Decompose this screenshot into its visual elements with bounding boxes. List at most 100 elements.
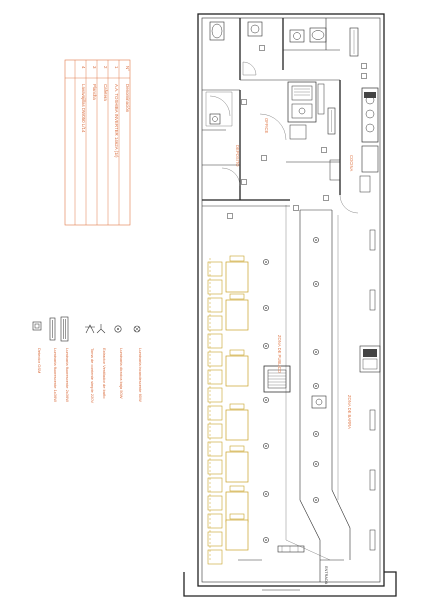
chair: [229, 293, 245, 300]
light-fixture: [263, 343, 269, 349]
legend-label: Luminaria fluorescente 1x36W: [53, 348, 58, 402]
chair: [229, 255, 245, 262]
outer-wall: [197, 13, 385, 587]
light-fixture: [263, 537, 269, 543]
dining-table: [225, 451, 249, 483]
extractor-grille: [263, 365, 291, 393]
legend-label: Luminaria fluorescente 2x36W: [65, 348, 70, 402]
stove: [361, 87, 379, 143]
legend-label: Detector OSM: [37, 348, 42, 373]
light-fixture: [265, 493, 267, 495]
dining-table: [225, 299, 249, 331]
room-label-office: OFFICE: [264, 118, 269, 134]
room-label-bar: ZONA DE BARRA: [347, 395, 352, 429]
chair: [207, 477, 223, 493]
dining-table: [225, 261, 249, 293]
chair: [207, 261, 223, 277]
square-box-icon: [32, 321, 42, 331]
chair: [229, 445, 245, 452]
info-table: N° Denominación 1 A.A. TOSHIBA INVERTER …: [64, 59, 131, 226]
light-fixture: [315, 433, 317, 435]
chair: [207, 459, 223, 475]
light-fixture: [315, 283, 317, 285]
light-fixture: [313, 431, 319, 437]
chair: [229, 403, 245, 410]
outlet-box: [241, 99, 247, 105]
table-row-name: Cafetera: [103, 84, 108, 101]
fan-icon: [96, 324, 106, 334]
dining-table: [225, 491, 249, 523]
light-fixture: [265, 307, 267, 309]
light-fixture: [313, 237, 319, 243]
floor-plan: OFFICE DEPOSITO COCINA ZONA DE PUBLICO Z…: [183, 13, 397, 597]
legend-label: Luminaria dicroica baja 50W: [119, 348, 124, 399]
chair: [207, 369, 223, 385]
light-fixture: [265, 345, 267, 347]
light-fixture: [263, 443, 269, 449]
table-row-num: 1: [114, 66, 119, 69]
chair: [207, 549, 223, 565]
seating-area: [207, 255, 249, 565]
legend-label: Luminaria incandescente 60W: [138, 348, 143, 402]
room-label-storage: DEPOSITO: [235, 145, 240, 167]
bar-counter: [285, 205, 381, 582]
chair: [207, 351, 223, 367]
table-row-name: Plancha: [92, 84, 97, 100]
light-fixture: [315, 351, 317, 353]
kitchen: [259, 79, 379, 214]
light-fixture: [315, 499, 317, 501]
table-row-num: 3: [92, 66, 97, 69]
chair: [207, 405, 223, 421]
dining-table: [225, 355, 249, 387]
symbol-legend: Luminaria incandescente 60W Luminaria di…: [32, 316, 143, 403]
outlet-box: [323, 195, 329, 201]
light-fixture: [263, 397, 269, 403]
light-fixture: [265, 539, 267, 541]
chair: [229, 485, 245, 492]
chair: [207, 297, 223, 313]
outlet-box: [261, 155, 267, 161]
bathrooms: [209, 18, 359, 81]
light-fixture: [313, 349, 319, 355]
entrance-door: [238, 545, 344, 561]
room-label-entrance: ENTRADA: [324, 566, 328, 585]
light-fixture: [313, 497, 319, 503]
outlet-box: [321, 147, 327, 153]
light-fixture: [265, 399, 267, 401]
table-row-num: 4: [81, 66, 86, 69]
room-label-kitchen: COCINA: [349, 155, 354, 171]
outlet-box: [293, 205, 299, 211]
table-row-name: Lavavajillas DW050 L/14: [81, 84, 86, 133]
outlet-box: [227, 213, 233, 219]
sink-unit: [287, 81, 317, 123]
light-fixture: [263, 305, 269, 311]
outlet-box: [259, 45, 265, 51]
tube-double-icon: [60, 316, 69, 342]
light-fixture: [315, 463, 317, 465]
chair: [207, 333, 223, 349]
light-fixture: [265, 261, 267, 263]
socket-icon: [85, 324, 95, 334]
light-fixture: [265, 445, 267, 447]
light-fixture: [313, 461, 319, 467]
dot-circle-icon: [133, 325, 141, 333]
chair: [207, 531, 223, 547]
outlet-box: [241, 179, 247, 185]
dining-table: [225, 519, 249, 551]
toilet-icon: [309, 27, 327, 43]
legend-label: Toma de corriente simple 220V: [90, 348, 95, 403]
chair: [229, 513, 245, 520]
chair: [207, 495, 223, 511]
dining-table: [225, 409, 249, 441]
toilet-icon: [209, 21, 225, 41]
chair: [207, 513, 223, 529]
table-header-num: N°: [125, 66, 130, 71]
chair: [207, 279, 223, 295]
table-header-title: Denominación: [125, 84, 130, 113]
light-fixture: [263, 491, 269, 497]
table-row-num: 2: [103, 66, 108, 69]
light-fixture: [313, 281, 319, 287]
outlet-box: [361, 63, 367, 69]
chair: [229, 349, 245, 356]
